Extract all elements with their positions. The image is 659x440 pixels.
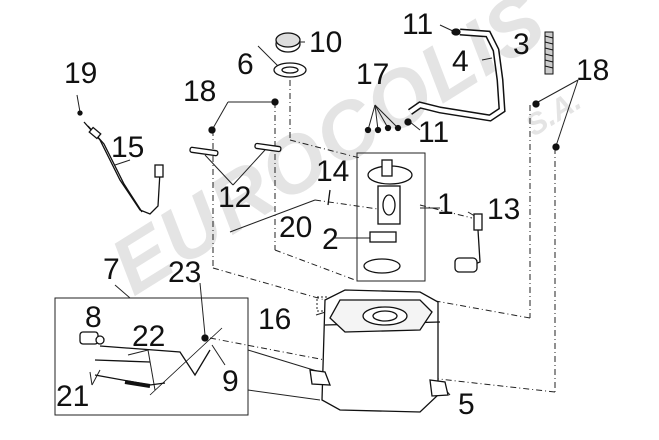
callout-12: 12: [218, 181, 252, 214]
callout-11-top: 11: [402, 8, 434, 41]
parts-drawing: [77, 28, 560, 413]
callout-5: 5: [458, 388, 475, 421]
callout-10: 10: [309, 26, 343, 59]
callout-20: 20: [279, 211, 313, 244]
callout-6: 6: [237, 48, 254, 81]
callout-13: 13: [487, 193, 521, 226]
callout-16: 16: [258, 303, 292, 336]
callout-4: 4: [452, 45, 469, 78]
callout-22: 22: [132, 320, 166, 353]
callout-7: 7: [103, 253, 120, 286]
leader-lines: [54, 24, 579, 416]
callout-9: 9: [222, 365, 239, 398]
callout-21: 21: [56, 380, 90, 413]
callout-8: 8: [85, 301, 102, 334]
callout-15: 15: [111, 131, 145, 164]
callout-2: 2: [322, 223, 339, 256]
callout-17: 17: [356, 58, 390, 91]
callout-1: 1: [437, 188, 454, 221]
callout-18-left: 18: [183, 75, 217, 108]
callout-3: 3: [513, 28, 530, 61]
callout-11-mid: 11: [418, 116, 450, 149]
callout-18-right: 18: [576, 54, 610, 87]
callout-23: 23: [168, 256, 202, 289]
callout-19: 19: [64, 57, 98, 90]
callout-14: 14: [316, 155, 350, 188]
